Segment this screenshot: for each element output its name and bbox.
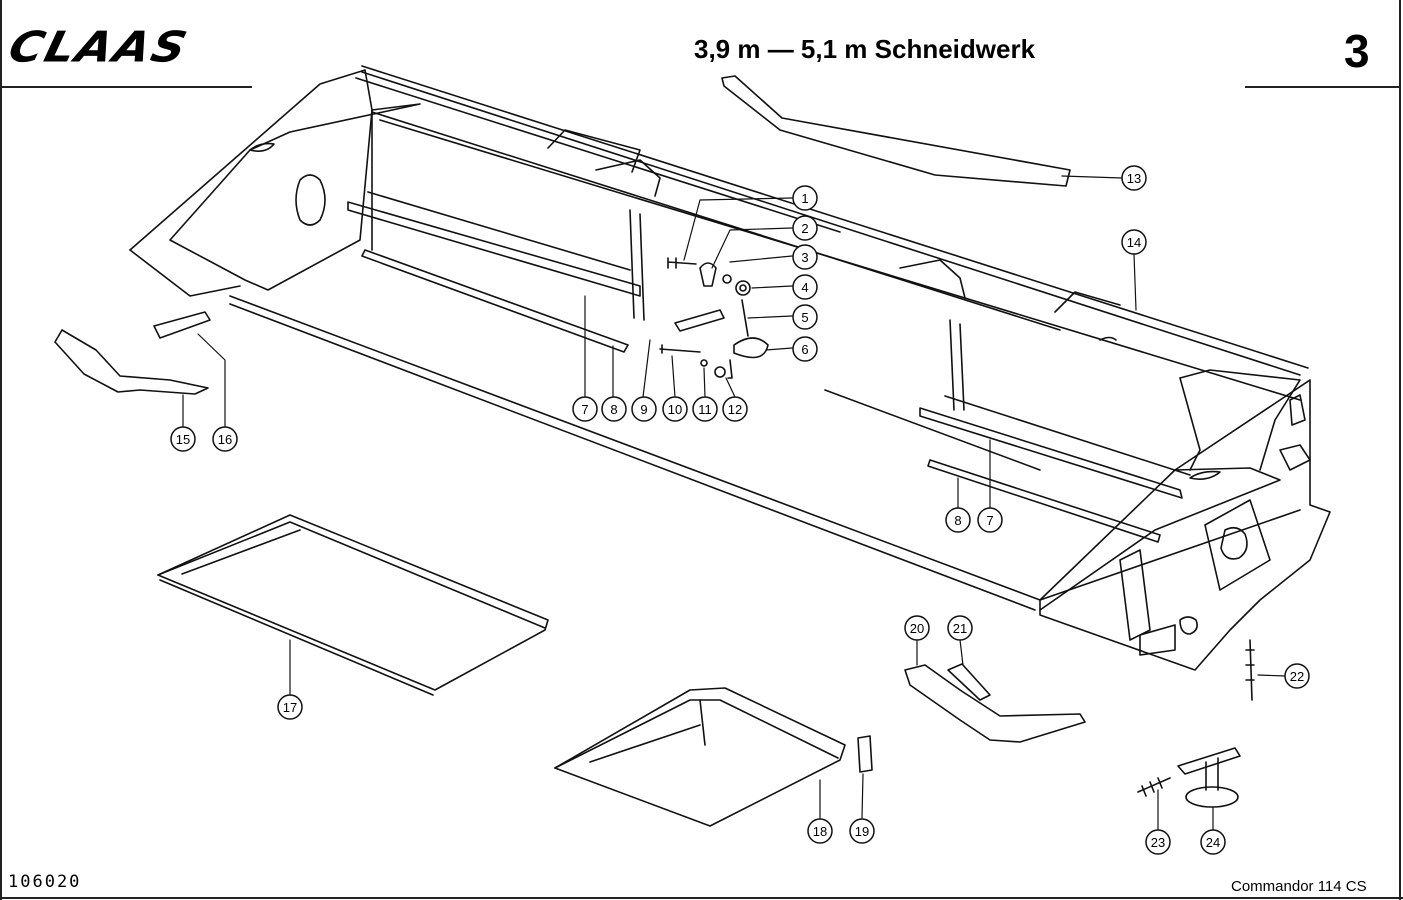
svg-text:21: 21 xyxy=(953,621,967,636)
svg-text:4: 4 xyxy=(801,280,808,295)
callout-8: 8 xyxy=(601,396,627,422)
callout-20: 20 xyxy=(904,615,930,641)
callout-9: 9 xyxy=(631,396,657,422)
header-top-rail xyxy=(355,65,1309,376)
svg-text:20: 20 xyxy=(910,621,924,636)
frame-left-edge xyxy=(0,0,2,900)
wear-strip-right xyxy=(824,389,1191,543)
page-number: 3 xyxy=(1344,25,1370,77)
part-17-tray xyxy=(157,514,549,696)
svg-text:17: 17 xyxy=(283,700,297,715)
left-side-wall xyxy=(129,69,421,297)
frame-top-right-rule xyxy=(1245,86,1400,88)
svg-text:11: 11 xyxy=(698,402,712,417)
svg-text:1: 1 xyxy=(801,191,808,206)
callout-8-right: 8 xyxy=(945,507,971,533)
drawing-code: 106020 xyxy=(8,872,82,892)
callout-10: 10 xyxy=(662,396,688,422)
svg-text:15: 15 xyxy=(176,432,190,447)
leader-lines xyxy=(182,175,1286,831)
callout-14: 14 xyxy=(1121,229,1147,255)
svg-text:24: 24 xyxy=(1206,835,1220,850)
callout-21: 21 xyxy=(947,615,973,641)
svg-text:7: 7 xyxy=(986,513,993,528)
svg-text:6: 6 xyxy=(801,342,808,357)
callout-17: 17 xyxy=(277,694,303,720)
hardware-fasteners xyxy=(659,257,769,379)
callout-16: 16 xyxy=(212,426,238,452)
callout-7-right: 7 xyxy=(977,507,1003,533)
svg-text:2: 2 xyxy=(801,221,808,236)
page-title: 3,9 m — 5,1 m Schneidwerk xyxy=(694,34,1036,64)
callout-4: 4 xyxy=(792,274,818,300)
callout-12: 12 xyxy=(722,396,748,422)
part-18-tray xyxy=(554,687,846,827)
part-15-left-skid xyxy=(54,311,211,395)
callout-5: 5 xyxy=(792,304,818,330)
part-20-right-skid xyxy=(904,663,1086,743)
part-24-foot xyxy=(1177,747,1241,808)
frame-bottom-rule xyxy=(0,897,1403,899)
svg-text:19: 19 xyxy=(855,824,869,839)
part-23-screw xyxy=(1137,777,1171,797)
callout-6: 6 xyxy=(792,336,818,362)
callout-23: 23 xyxy=(1145,829,1171,855)
svg-text:16: 16 xyxy=(218,432,232,447)
svg-text:10: 10 xyxy=(668,402,682,417)
rear-panel xyxy=(379,119,1301,411)
svg-text:5: 5 xyxy=(801,310,808,325)
frame-right-edge xyxy=(1399,0,1401,900)
svg-text:23: 23 xyxy=(1151,835,1165,850)
callout-22: 22 xyxy=(1284,663,1310,689)
callout-7: 7 xyxy=(572,396,598,422)
part-13-top-strip xyxy=(721,75,1071,187)
svg-text:3: 3 xyxy=(801,250,808,265)
callout-labels: 1 2 3 4 5 6 7 8 9 10 11 12 13 14 15 16 8… xyxy=(170,165,1310,855)
callout-24: 24 xyxy=(1200,829,1226,855)
callout-15: 15 xyxy=(170,426,196,452)
svg-text:8: 8 xyxy=(610,402,617,417)
part-19-plate xyxy=(857,735,873,773)
svg-text:13: 13 xyxy=(1127,171,1141,186)
svg-text:18: 18 xyxy=(813,824,827,839)
callout-13: 13 xyxy=(1121,165,1147,191)
svg-text:9: 9 xyxy=(640,402,647,417)
wear-strip-left xyxy=(347,191,641,353)
callout-2: 2 xyxy=(792,215,818,241)
callout-3: 3 xyxy=(792,244,818,270)
model-name: Commandor 114 CS xyxy=(1231,878,1367,895)
callout-11: 11 xyxy=(692,396,718,422)
cutter-bar-beam xyxy=(229,295,1301,611)
right-side-housing xyxy=(1039,369,1331,671)
svg-text:12: 12 xyxy=(728,402,742,417)
callout-19: 19 xyxy=(849,818,875,844)
svg-text:22: 22 xyxy=(1290,669,1304,684)
svg-text:8: 8 xyxy=(954,513,961,528)
callout-18: 18 xyxy=(807,818,833,844)
svg-text:14: 14 xyxy=(1127,235,1141,250)
callout-1: 1 xyxy=(792,185,818,211)
frame-top-left-rule xyxy=(0,86,252,88)
part-22-spring-clip xyxy=(1245,639,1255,701)
svg-text:7: 7 xyxy=(581,402,588,417)
